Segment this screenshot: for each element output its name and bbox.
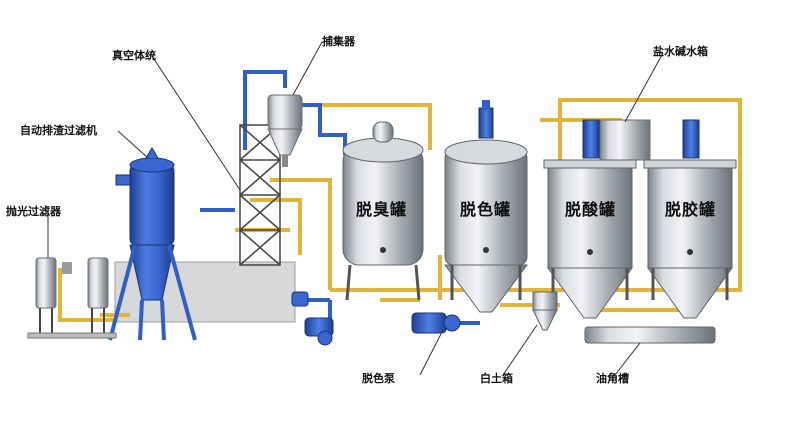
- label-clay-box: 白土箱: [480, 372, 513, 385]
- label-polish-filter: 抛光过滤器: [6, 205, 61, 218]
- brine-alkali-box: [599, 119, 651, 161]
- bleach-pump: [411, 312, 461, 334]
- tank-label-deacid: 脱酸罐: [565, 200, 617, 219]
- label-vacuum-system: 真空体统: [112, 49, 156, 62]
- oil-trough: [584, 326, 716, 344]
- tank-label-deodorize: 脱臭罐: [356, 200, 408, 219]
- label-brine-tank: 盐水碱水箱: [653, 45, 708, 58]
- circulation-pumps: [291, 291, 334, 346]
- tank-label-degum: 脱胶罐: [665, 200, 717, 219]
- label-bleach-pump: 脱色泵: [362, 372, 395, 385]
- leader-lines: [47, 41, 664, 376]
- deodorize-tank: [342, 121, 424, 301]
- clay-box: [532, 291, 558, 331]
- degum-tank: [643, 119, 737, 319]
- label-auto-filter: 自动排渣过滤机: [20, 124, 97, 137]
- tank-label-decolor: 脱色罐: [460, 200, 512, 219]
- vacuum-tower: [239, 124, 281, 266]
- collector-vessel: [267, 94, 303, 167]
- deacid-tank: [543, 119, 637, 319]
- polish-filters: [27, 257, 117, 339]
- decolor-tank: [444, 100, 528, 313]
- label-collector: 捕集器: [322, 35, 355, 48]
- auto-slag-filter: [108, 147, 197, 341]
- label-oil-trough: 油角槽: [596, 372, 629, 385]
